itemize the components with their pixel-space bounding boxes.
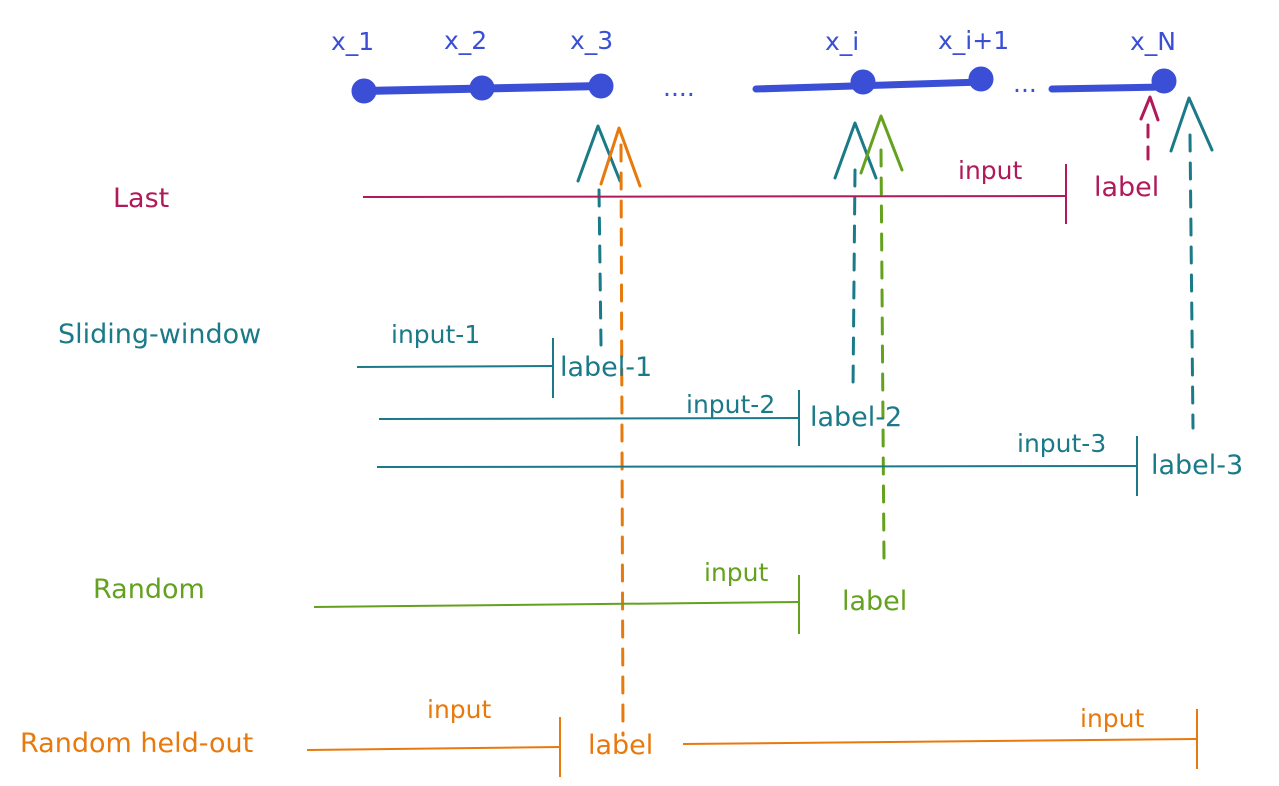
sw-input-3-line <box>376 465 1138 468</box>
node-x1 <box>351 78 377 104</box>
node-label-xN: x_N <box>1130 27 1176 56</box>
random-input-line <box>313 601 800 608</box>
rho-label-text: label <box>588 730 653 761</box>
arrowhead-crimson-xN <box>1139 95 1160 122</box>
method-label-sliding-window: Sliding-window <box>58 319 261 350</box>
node-label-x1: x_1 <box>331 27 374 56</box>
dashed-pointer-teal-x3 <box>597 188 603 347</box>
sw-label-3: label-3 <box>1151 450 1243 481</box>
arrowhead-teal-xi <box>833 121 878 180</box>
last-input-line <box>362 195 1067 198</box>
arrowhead-teal-xN <box>1169 96 1214 153</box>
sw-input-2-line <box>378 417 800 420</box>
sw-input-1-label: input-1 <box>391 320 480 349</box>
node-xi1 <box>968 66 994 92</box>
arrowhead-teal-x3 <box>576 124 622 183</box>
node-xi <box>850 69 876 95</box>
sequence-ellipsis-1: .... <box>663 73 695 102</box>
sequence-segment-right <box>1048 83 1167 93</box>
rho-input-right-line <box>682 738 1198 745</box>
arrowhead-orange-x3 <box>599 126 642 188</box>
sw-input-2-label: input-2 <box>686 390 775 419</box>
method-label-last: Last <box>113 183 169 214</box>
sw-label-1: label-1 <box>560 352 652 383</box>
node-x3 <box>588 73 614 99</box>
node-xN <box>1151 68 1177 94</box>
node-label-x3: x_3 <box>570 26 613 55</box>
last-input-label: input <box>958 156 1023 185</box>
random-label-text: label <box>842 586 907 617</box>
method-label-random: Random <box>93 574 205 605</box>
dashed-pointer-orange-x3 <box>619 143 625 737</box>
node-label-x2: x_2 <box>444 26 487 55</box>
dashed-pointer-green-xi <box>879 148 886 562</box>
node-x2 <box>469 75 495 101</box>
random-input-label: input <box>704 558 769 587</box>
rho-input-left-line <box>306 746 561 751</box>
node-label-xi: x_i <box>825 27 859 56</box>
last-label-text: label <box>1094 172 1159 203</box>
dashed-pointer-teal-xN <box>1188 133 1195 430</box>
sequence <box>351 66 1177 104</box>
rho-input-right-label: input <box>1080 704 1145 733</box>
arrowhead-green-xi <box>859 114 904 175</box>
sw-label-2: label-2 <box>810 402 902 433</box>
dashed-pointer-teal-xi <box>851 168 857 392</box>
sequence-ellipsis-2: ... <box>1013 69 1037 98</box>
node-label-xi1: x_i+1 <box>938 26 1009 55</box>
rho-input-left-label: input <box>427 695 492 724</box>
method-label-random-held-out: Random held-out <box>20 728 253 759</box>
sw-input-3-label: input-3 <box>1017 429 1106 458</box>
sw-input-1-line <box>356 365 554 368</box>
